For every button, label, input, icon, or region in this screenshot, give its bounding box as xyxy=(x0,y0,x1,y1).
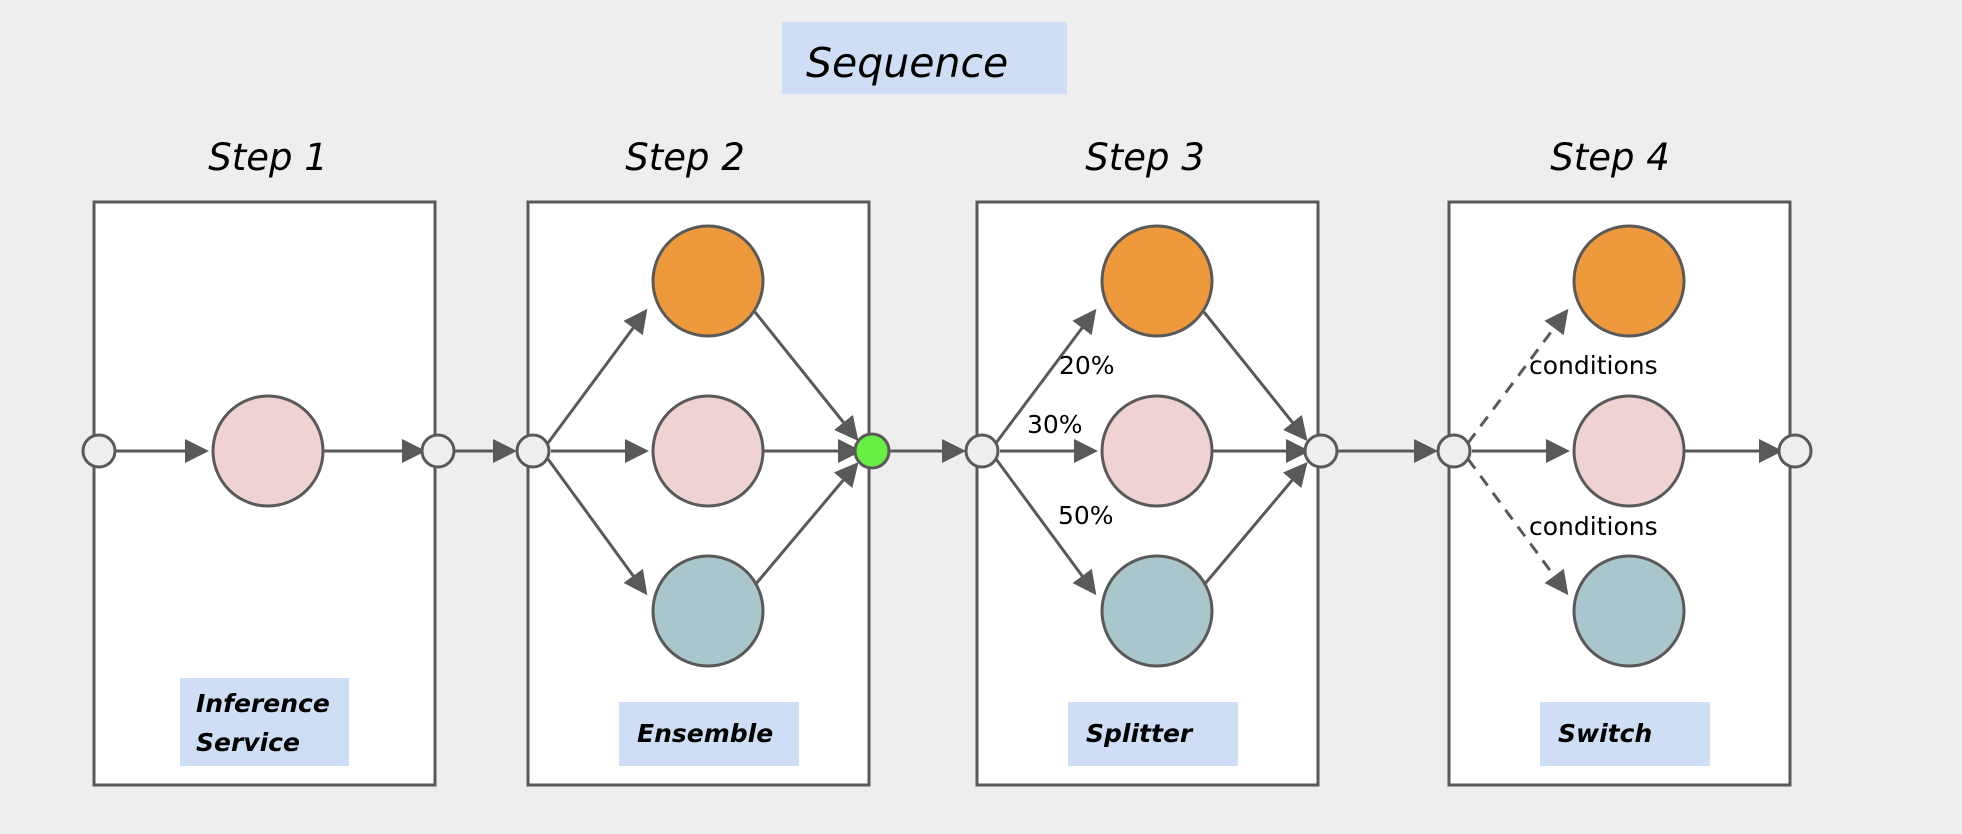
model-node-step3-middle[interactable] xyxy=(1100,394,1214,508)
edge-step4-condition-top xyxy=(1466,308,1569,444)
step-title-3: Step 3 xyxy=(1085,136,1205,179)
edge-label-step3-middle: 30% xyxy=(1027,410,1083,439)
type-tag-box-step3 xyxy=(1068,702,1238,766)
model-node-step4-top[interactable] xyxy=(1572,224,1686,338)
step-title-1: Step 1 xyxy=(208,136,328,179)
model-node-step4-bottom[interactable] xyxy=(1572,554,1686,668)
model-node-step3-top[interactable] xyxy=(1100,224,1214,338)
edge-label-step3-top: 20% xyxy=(1059,351,1115,380)
type-label-step1-line1: Inference xyxy=(196,689,330,718)
type-label-step2: Ensemble xyxy=(637,719,773,748)
model-node-step1-middle[interactable] xyxy=(211,394,325,508)
edge-step3-fanout-top xyxy=(994,308,1097,444)
type-label-step4: Switch xyxy=(1558,719,1652,748)
edge-step3-fanout-bottom xyxy=(994,458,1097,596)
edge-label-step3-bottom: 50% xyxy=(1058,501,1114,530)
edge-label-step4-top: conditions xyxy=(1529,351,1658,380)
model-node-step2-middle[interactable] xyxy=(651,394,765,508)
connector-node-step3-start[interactable] xyxy=(964,433,1000,469)
type-tag-box-step1 xyxy=(180,678,349,766)
model-node-step4-middle[interactable] xyxy=(1572,394,1686,508)
title-box xyxy=(782,22,1067,94)
type-label-step3: Splitter xyxy=(1086,719,1194,748)
type-tag-box-step2 xyxy=(619,702,799,766)
connector-node-step3-end[interactable] xyxy=(1303,433,1339,469)
connector-node-step1-start[interactable] xyxy=(81,433,117,469)
connector-node-step2-start[interactable] xyxy=(515,433,551,469)
edge-step2-fanout-top xyxy=(546,308,648,444)
step-title-2: Step 2 xyxy=(625,136,745,179)
step-title-4: Step 4 xyxy=(1550,136,1670,179)
model-node-step3-bottom[interactable] xyxy=(1100,554,1214,668)
type-tag-box-step4 xyxy=(1540,702,1710,766)
page-title: Sequence xyxy=(806,39,1008,87)
edge-step3-fanin-top xyxy=(1202,311,1308,442)
model-node-step2-bottom[interactable] xyxy=(651,554,765,668)
connector-node-step1-end[interactable] xyxy=(420,433,456,469)
edge-step2-fanout-bottom xyxy=(546,458,648,596)
edge-label-step4-bottom: conditions xyxy=(1529,512,1658,541)
edge-step4-condition-bottom xyxy=(1466,458,1569,596)
model-node-step2-top[interactable] xyxy=(651,224,765,338)
edge-step2-fanin-bottom xyxy=(753,461,859,586)
type-label-step1-line2: Service xyxy=(196,728,300,757)
edge-step2-fanin-top xyxy=(753,311,859,442)
connector-node-step4-start[interactable] xyxy=(1436,433,1472,469)
join-node-step2[interactable] xyxy=(853,432,891,470)
connector-node-step4-end[interactable] xyxy=(1777,433,1813,469)
edge-step3-fanin-bottom xyxy=(1202,461,1308,586)
